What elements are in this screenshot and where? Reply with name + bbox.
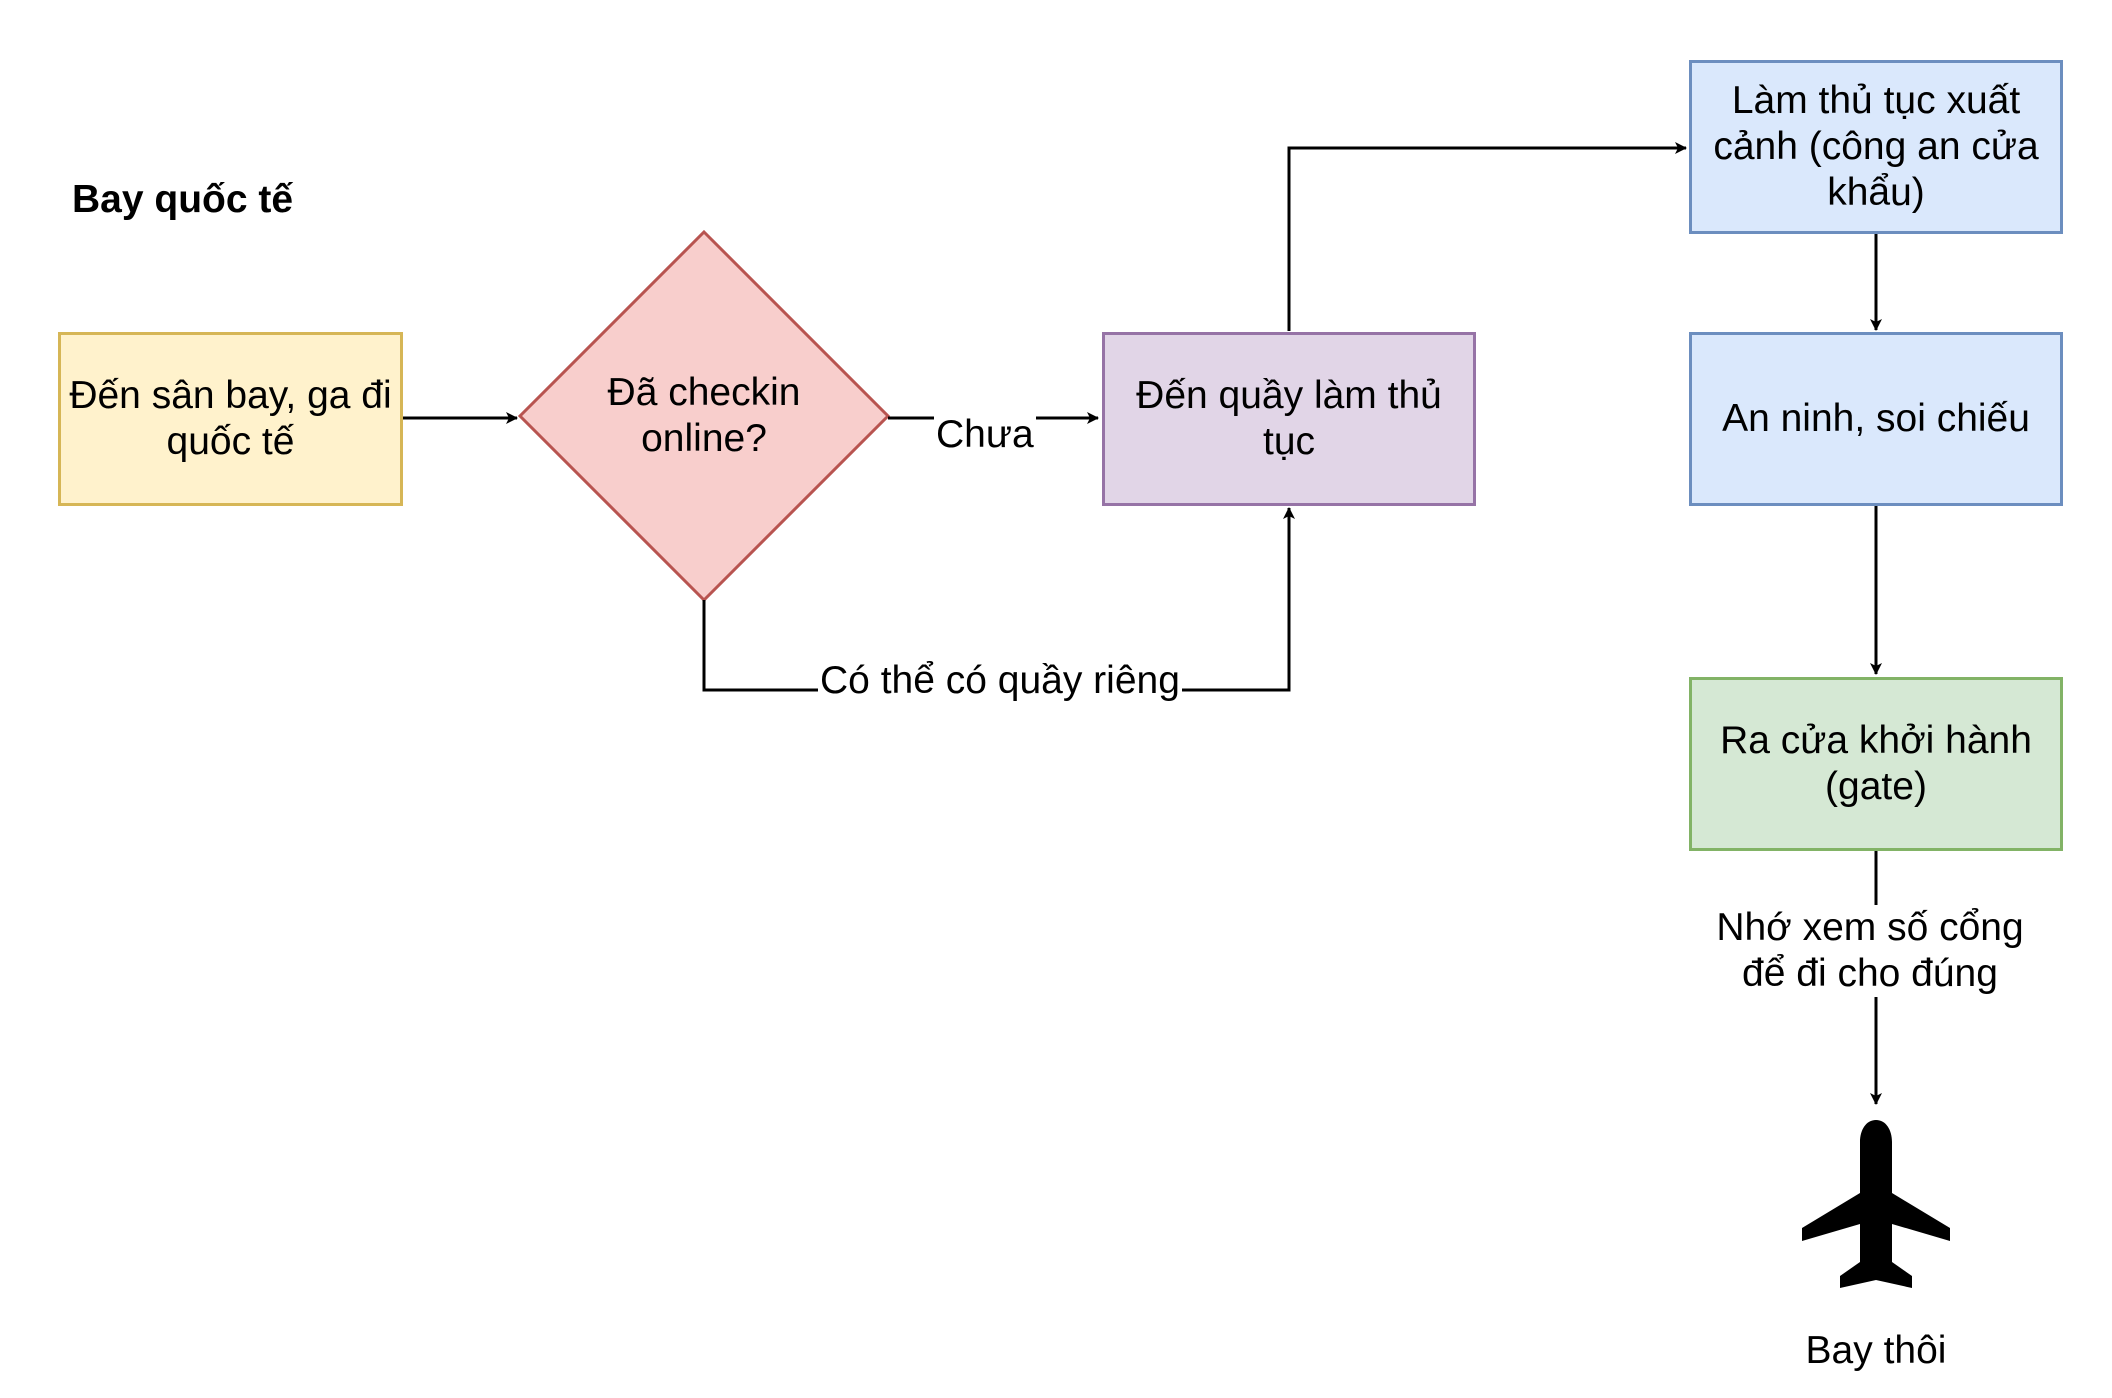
airplane-icon [1802, 1120, 1950, 1288]
security-node[interactable]: An ninh, soi chiếu [1689, 332, 2063, 506]
gate-node-label: Ra cửa khởi hành (gate) [1720, 719, 2032, 808]
edge-label-gate-note: Nhớ xem số cổng để đi cho đúng [1700, 905, 2040, 997]
page-title: Bay quốc tế [72, 178, 294, 221]
exit-procedure-node-label: Làm thủ tục xuất cảnh (công an cửa khẩu) [1713, 79, 2039, 214]
security-node-label: An ninh, soi chiếu [1722, 397, 2030, 440]
start-node[interactable]: Đến sân bay, ga đi quốc tế [58, 332, 403, 506]
edge-label-separate-counter: Có thể có quầy riêng [818, 658, 1182, 704]
counter-node[interactable]: Đến quầy làm thủ tục [1102, 332, 1476, 506]
exit-procedure-node[interactable]: Làm thủ tục xuất cảnh (công an cửa khẩu) [1689, 60, 2063, 234]
start-node-label: Đến sân bay, ga đi quốc tế [69, 374, 392, 463]
edge-counter-to-exit [1287, 142, 1687, 331]
decision-node-label-box[interactable]: Đã checkin online? [574, 356, 834, 476]
gate-node[interactable]: Ra cửa khởi hành (gate) [1689, 677, 2063, 851]
counter-node-label: Đến quầy làm thủ tục [1136, 374, 1442, 463]
fly-label: Bay thôi [1805, 1329, 1947, 1372]
edge-label-not-yet: Chưa [934, 412, 1036, 458]
decision-node-label: Đã checkin online? [607, 371, 801, 460]
